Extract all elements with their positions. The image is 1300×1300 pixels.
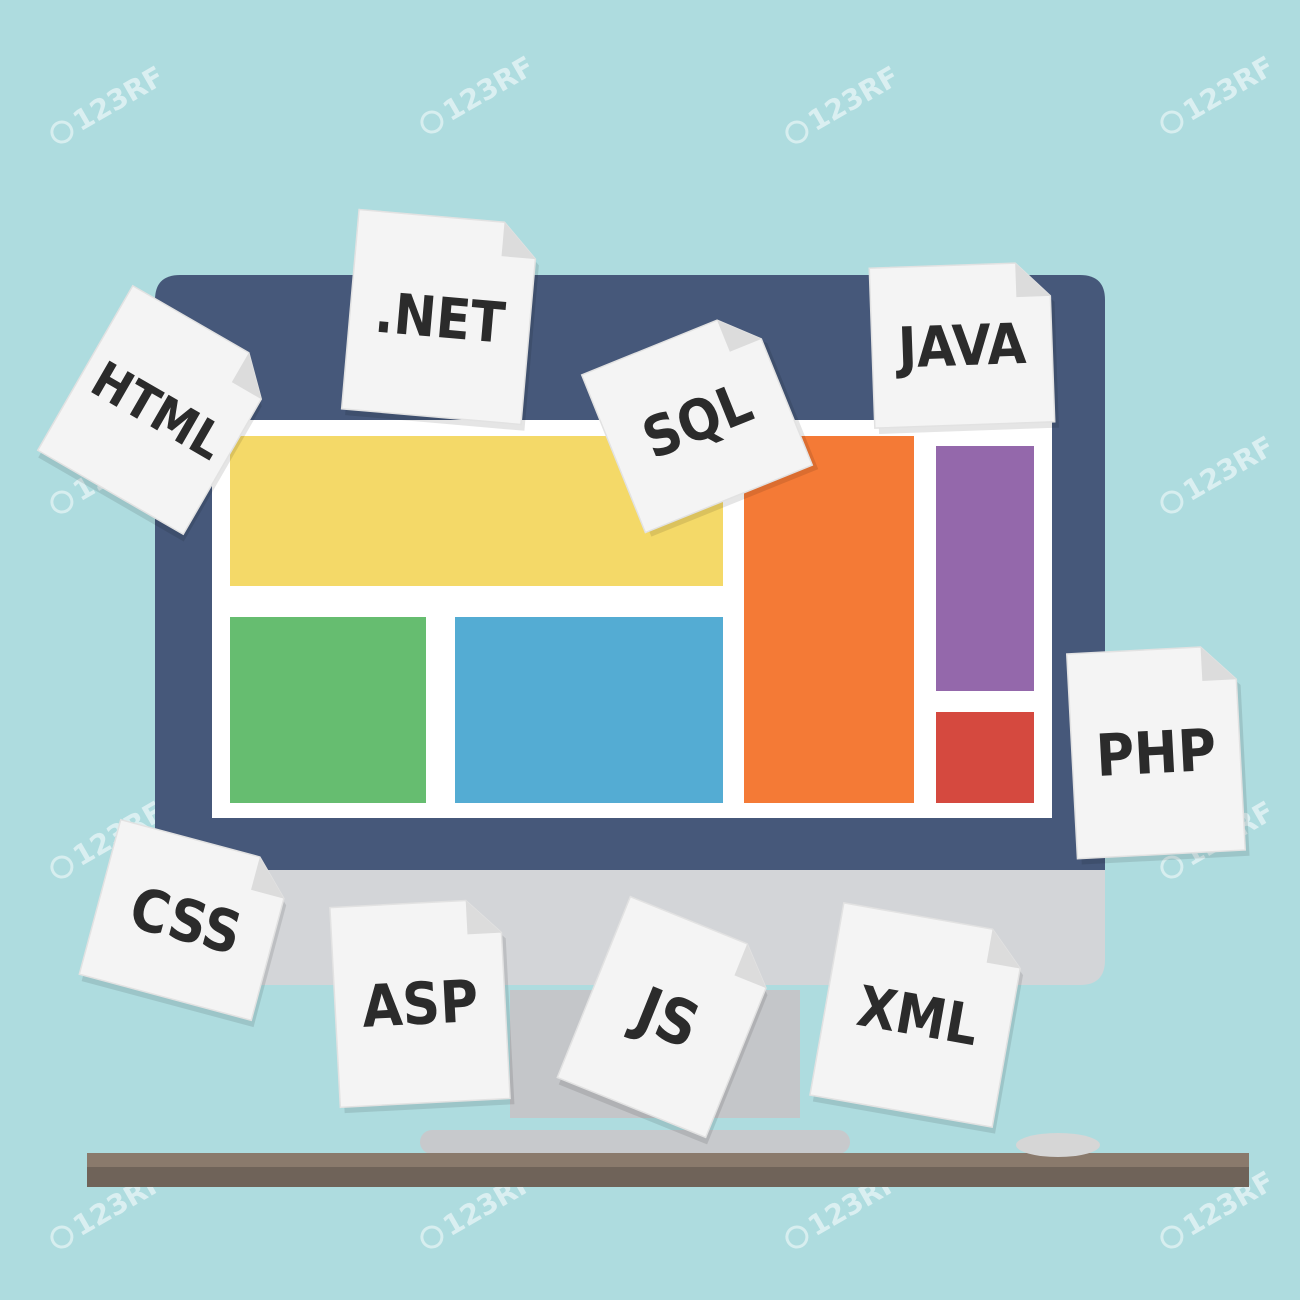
- document-fold: [465, 900, 502, 935]
- document-fold: [717, 320, 762, 352]
- document-fold: [251, 856, 284, 899]
- tile-orange: [744, 436, 914, 803]
- stamp-icon: [785, 1225, 809, 1249]
- stamp-icon: [1160, 1225, 1184, 1249]
- stamp-icon: [1160, 490, 1184, 514]
- document-paper: [1065, 646, 1247, 860]
- document-net: .NET: [340, 208, 539, 431]
- document-paper: [556, 895, 767, 1139]
- document-fold: [986, 929, 1021, 969]
- document-label-net: .NET: [372, 281, 508, 357]
- desk-top: [87, 1153, 1249, 1167]
- document-fold: [734, 943, 766, 989]
- document-paper: [78, 818, 285, 1022]
- stamp-icon: [50, 1225, 74, 1249]
- document-fold: [501, 222, 536, 260]
- document-asp: ASP: [329, 899, 515, 1114]
- document-fold: [231, 352, 262, 400]
- tile-purple: [936, 446, 1034, 691]
- monitor-base: [420, 1130, 850, 1154]
- stamp-icon: [420, 1225, 444, 1249]
- document-label-asp: ASP: [360, 967, 480, 1041]
- document-php: PHP: [1065, 646, 1250, 865]
- tile-green: [230, 617, 426, 803]
- stamp-icon: [50, 855, 74, 879]
- document-paper: [809, 902, 1021, 1128]
- document-html: HTML: [36, 284, 263, 542]
- document-paper: [329, 899, 511, 1109]
- stamp-icon: [785, 120, 809, 144]
- document-xml: XML: [809, 902, 1024, 1134]
- tile-red: [936, 712, 1034, 803]
- document-java: JAVA: [868, 262, 1059, 434]
- stamp-icon: [420, 110, 444, 134]
- desk-edge: [87, 1167, 1249, 1187]
- document-paper: [580, 319, 814, 534]
- mouse: [1016, 1133, 1100, 1157]
- document-label-java: JAVA: [894, 312, 1027, 382]
- document-css: CSS: [78, 818, 287, 1028]
- document-sql: SQL: [580, 319, 819, 537]
- stamp-icon: [50, 490, 74, 514]
- document-js: JS: [556, 895, 768, 1145]
- document-fold: [1200, 647, 1237, 681]
- stamp-icon: [1160, 110, 1184, 134]
- document-fold: [1015, 263, 1051, 298]
- tile-blue: [455, 617, 723, 803]
- document-label-php: PHP: [1094, 716, 1218, 790]
- stamp-icon: [1160, 855, 1184, 879]
- document-paper: [36, 284, 263, 536]
- document-paper: [868, 262, 1056, 429]
- stamp-icon: [50, 120, 74, 144]
- document-paper: [340, 208, 537, 426]
